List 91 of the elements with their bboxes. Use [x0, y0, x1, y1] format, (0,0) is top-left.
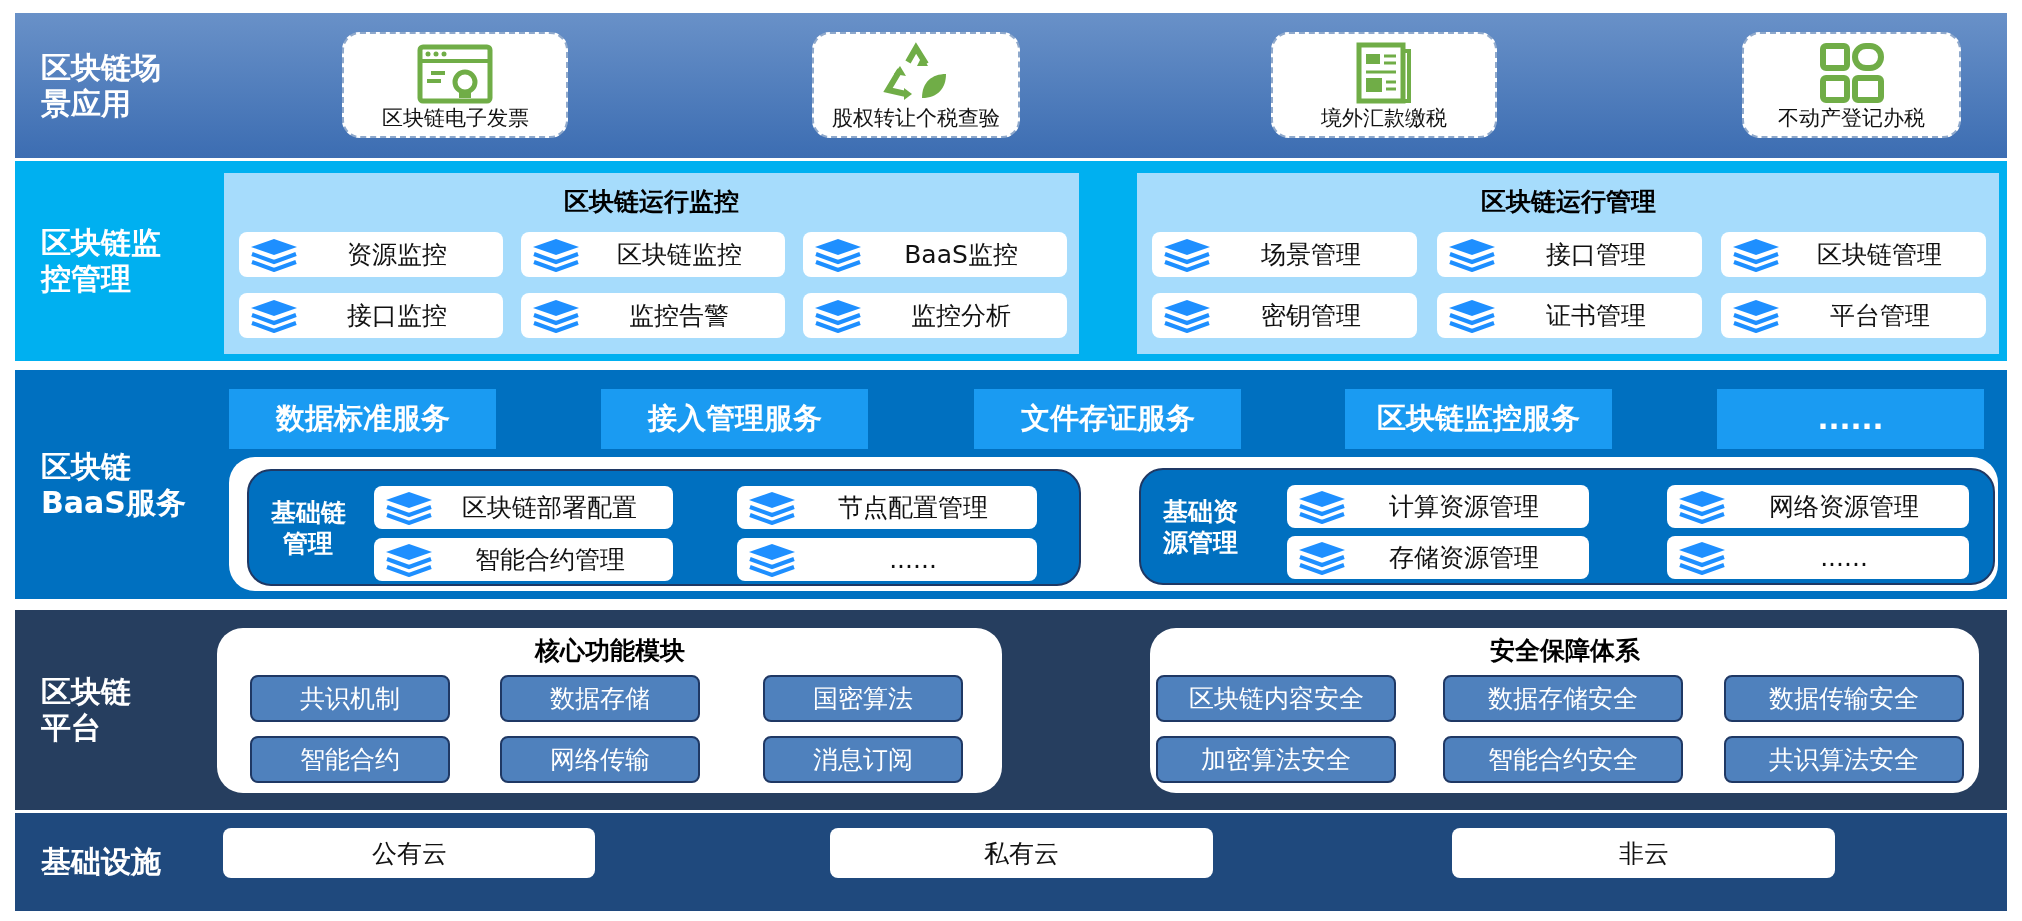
item-label: 接口管理: [1544, 239, 1647, 271]
layer-band: [15, 813, 2007, 911]
layer-title: 区块链平台: [41, 674, 132, 746]
item-label: 智能合约管理: [473, 544, 626, 576]
function-item: [1152, 293, 1417, 338]
group-title: 基础链管理: [269, 496, 347, 559]
function-item: [521, 293, 785, 338]
item-label: 证书管理: [1544, 300, 1647, 332]
module-box: 网络传输: [500, 736, 700, 783]
module-panel: [217, 628, 1002, 793]
item-label: 接口监控: [346, 300, 448, 332]
layer-band: [15, 161, 2007, 361]
infrastructure-box: 私有云: [830, 828, 1213, 878]
card-label: 股权转让个税查验: [832, 105, 1000, 132]
function-item: [1667, 485, 1969, 528]
function-item: [521, 232, 785, 277]
item-label: 密钥管理: [1259, 300, 1362, 332]
service-bar: ......: [1717, 389, 1984, 449]
item-label: 网络资源管理: [1768, 491, 1920, 523]
function-item: [737, 486, 1037, 529]
module-panel: [224, 173, 1079, 354]
module-box: 区块链内容安全: [1156, 675, 1396, 722]
layer-band: [15, 370, 2007, 599]
group-box: [1139, 468, 1995, 585]
infrastructure-box: 非云: [1452, 828, 1835, 878]
service-bar: 接入管理服务: [601, 389, 868, 449]
panel-title: 安全保障体系: [1489, 635, 1640, 667]
item-label: 区块链部署配置: [461, 492, 638, 524]
function-item: [1437, 293, 1702, 338]
layer-band: [15, 13, 2007, 158]
function-item: [803, 232, 1067, 277]
module-box: 数据传输安全: [1724, 675, 1964, 722]
module-box: 智能合约安全: [1443, 736, 1683, 783]
function-item: [1721, 293, 1986, 338]
layer-band: [15, 610, 2007, 810]
service-bar: 区块链监控服务: [1345, 389, 1612, 449]
application-card: [1271, 32, 1497, 138]
infrastructure-box: 公有云: [223, 828, 595, 878]
item-label: 监控告警: [628, 300, 730, 332]
item-label: ......: [1819, 543, 1869, 572]
layer-title: 基础设施: [41, 844, 162, 880]
layer-title: 区块链BaaS服务: [41, 448, 187, 521]
function-item: [1667, 536, 1969, 579]
layer-title: 区块链场景应用: [41, 49, 162, 122]
panel-title: 核心功能模块: [534, 635, 685, 667]
function-item: [239, 232, 503, 277]
application-card: [1742, 32, 1961, 138]
container-box: [229, 457, 1998, 591]
service-bar: 文件存证服务: [974, 389, 1241, 449]
group-title: 基础资源管理: [1161, 495, 1239, 558]
card-label: 区块链电子发票: [381, 105, 529, 132]
module-box: 共识机制: [250, 675, 450, 722]
module-box: 共识算法安全: [1724, 736, 1964, 783]
function-item: [374, 486, 673, 529]
item-label: 存储资源管理: [1388, 542, 1540, 574]
item-label: 计算资源管理: [1388, 491, 1540, 523]
item-label: ......: [888, 545, 938, 574]
panel-title: 区块链运行监控: [564, 186, 739, 218]
function-item: [1437, 232, 1702, 277]
item-label: 监控分析: [910, 300, 1012, 332]
module-box: 数据存储: [500, 675, 700, 722]
item-label: 区块链管理: [1816, 239, 1943, 271]
module-box: 智能合约: [250, 736, 450, 783]
module-box: 加密算法安全: [1156, 736, 1396, 783]
item-label: 节点配置管理: [837, 492, 989, 524]
item-label: 区块链监控: [615, 239, 743, 271]
service-bar: 数据标准服务: [229, 389, 496, 449]
item-label: BaaS监控: [903, 239, 1019, 271]
function-item: [803, 293, 1067, 338]
item-label: 资源监控: [346, 239, 448, 271]
group-box: [247, 469, 1081, 586]
module-box: 数据存储安全: [1443, 675, 1683, 722]
application-card: [812, 32, 1020, 138]
function-item: [1287, 485, 1589, 528]
function-item: [737, 538, 1037, 581]
module-box: 消息订阅: [763, 736, 963, 783]
layer-title: 区块链监控管理: [41, 225, 162, 297]
module-panel: [1137, 173, 1999, 354]
module-panel: [1150, 628, 1979, 793]
function-item: [374, 538, 673, 581]
item-label: 平台管理: [1828, 300, 1931, 332]
application-card: [342, 32, 568, 138]
function-item: [1721, 232, 1986, 277]
card-label: 不动产登记办税: [1778, 105, 1925, 132]
item-label: 场景管理: [1259, 239, 1362, 271]
card-label: 境外汇款缴税: [1321, 105, 1447, 132]
panel-title: 区块链运行管理: [1480, 186, 1656, 218]
function-item: [239, 293, 503, 338]
function-item: [1152, 232, 1417, 277]
function-item: [1287, 536, 1589, 579]
module-box: 国密算法: [763, 675, 963, 722]
